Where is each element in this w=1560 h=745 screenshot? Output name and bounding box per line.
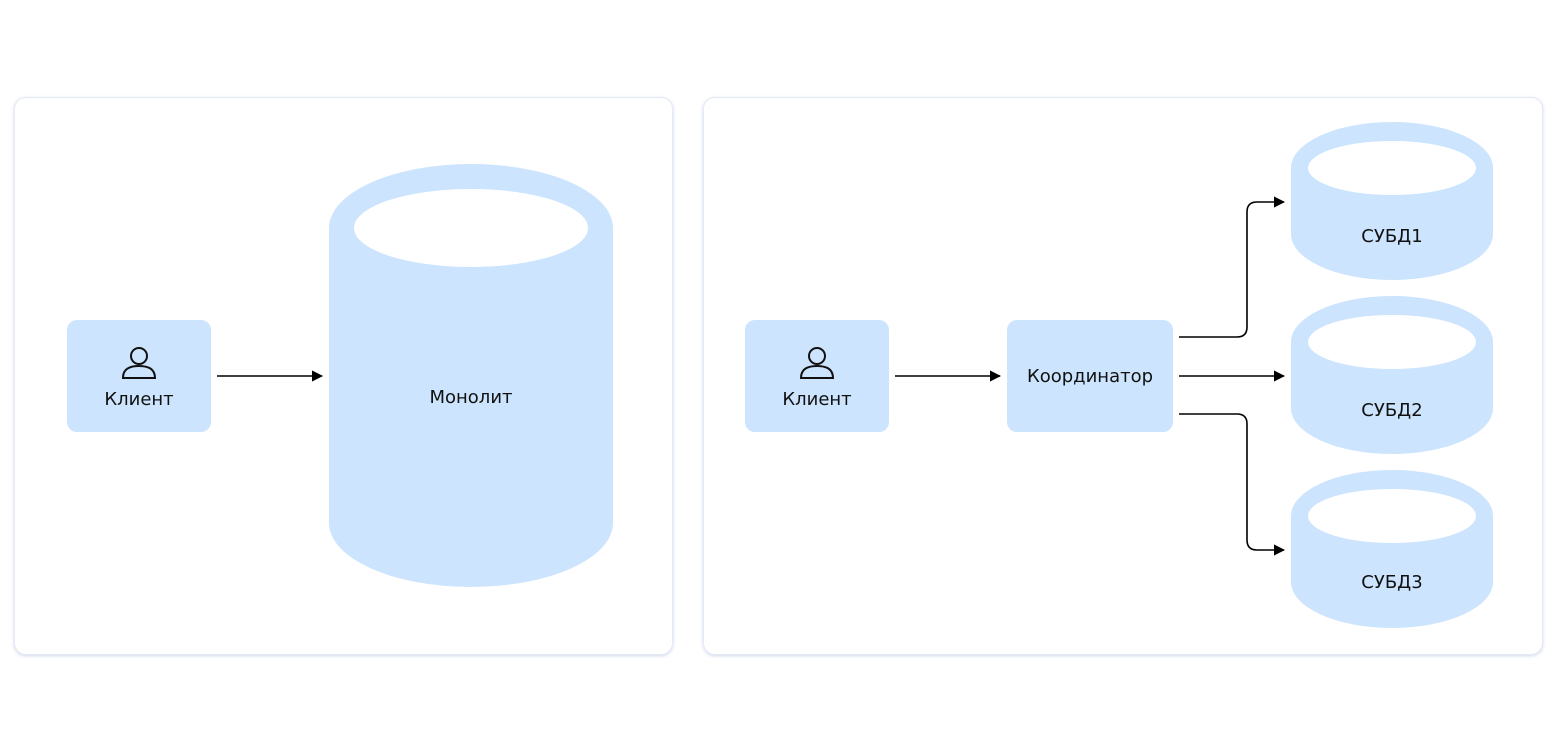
coordinator-to-dbms1-arrow [1179, 196, 1286, 338]
dbms1-label: СУБД1 [1361, 226, 1422, 247]
monolith-cylinder: Монолит [329, 164, 613, 587]
dbms3-label: СУБД3 [1361, 572, 1422, 593]
dbms1-cylinder: СУБД1 [1291, 122, 1493, 280]
user-icon [121, 347, 157, 379]
coordinator-label: Координатор [1027, 366, 1153, 387]
user-icon [799, 347, 835, 379]
right-client-label: Клиент [782, 389, 851, 410]
dbms2-label: СУБД2 [1361, 400, 1422, 421]
left-client-label: Клиент [104, 389, 173, 410]
left-client-node: Клиент [67, 320, 211, 432]
coordinator-node: Координатор [1007, 320, 1173, 432]
coordinator-to-dbms3-arrow [1179, 413, 1286, 556]
dbms2-cylinder: СУБД2 [1291, 296, 1493, 454]
monolith-label: Монолит [429, 387, 512, 408]
dbms3-cylinder: СУБД3 [1291, 470, 1493, 628]
right-client-node: Клиент [745, 320, 889, 432]
